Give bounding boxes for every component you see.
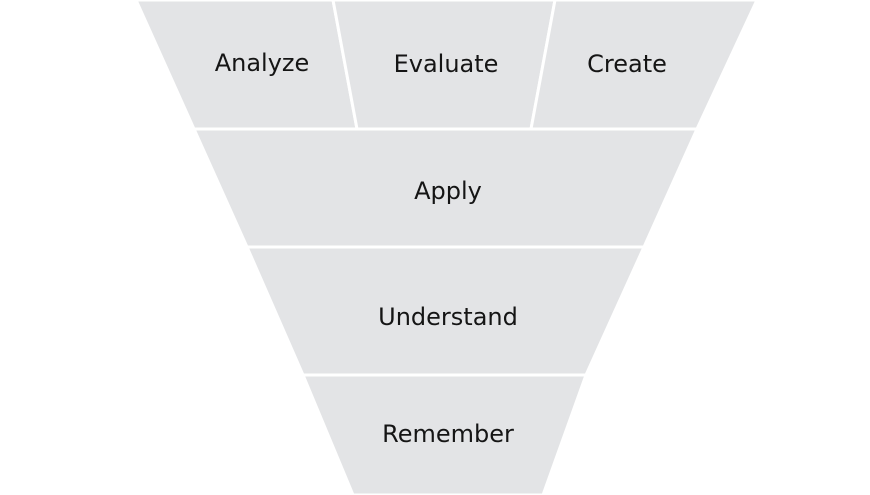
tier-apply: Apply (191, 127, 700, 249)
tier-remember: Remember (300, 373, 589, 495)
top-tier: Analyze Evaluate Create (134, 0, 759, 131)
tier-label-remember: Remember (382, 420, 514, 448)
tier-label-apply: Apply (414, 177, 482, 205)
tier-understand: Understand (244, 245, 647, 377)
tier-label-understand: Understand (378, 303, 518, 331)
tier-shape-remember (300, 373, 589, 495)
tier-label-analyze: Analyze (215, 49, 310, 77)
tier-label-create: Create (587, 50, 667, 78)
tier-label-evaluate: Evaluate (394, 50, 499, 78)
